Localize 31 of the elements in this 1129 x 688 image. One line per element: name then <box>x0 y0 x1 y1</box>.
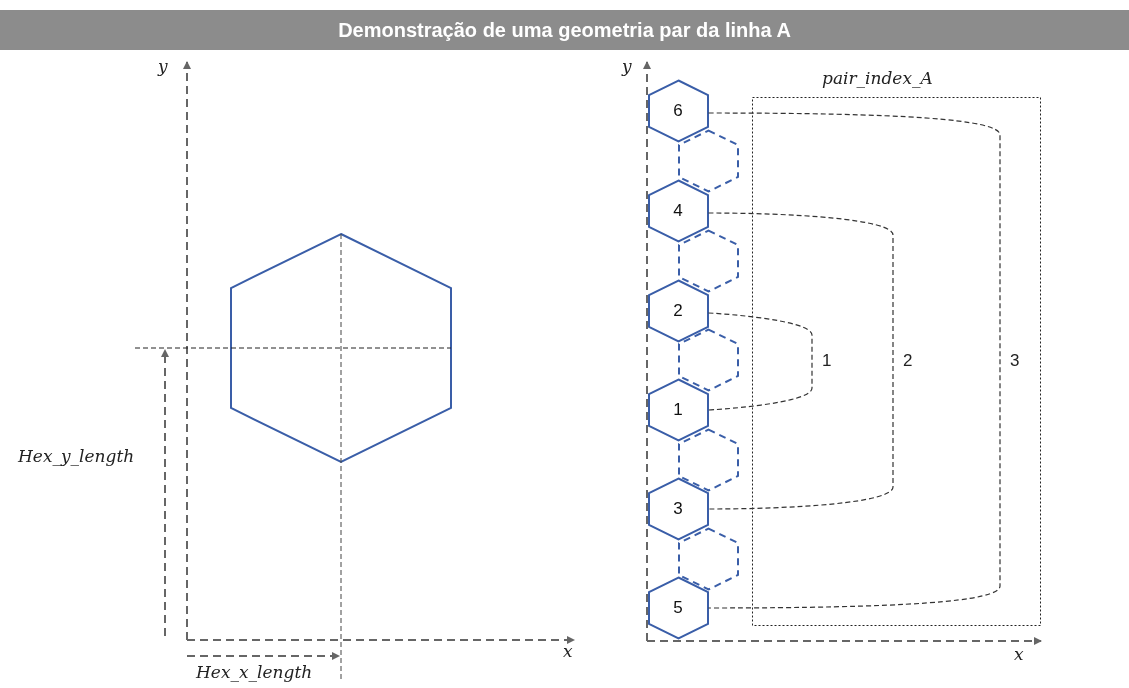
pair-connector <box>707 212 894 510</box>
hexagon-cell <box>647 279 709 343</box>
axis-label: y <box>158 58 168 75</box>
title: Demonstração de uma geometria par da linha A <box>338 18 791 43</box>
axis-label: x <box>1014 646 1024 663</box>
hexagon-cell <box>647 477 709 541</box>
hexagon-cell <box>647 378 709 442</box>
dashed-hexagon <box>677 129 739 193</box>
hexagon-cell <box>647 79 709 143</box>
pair-connector <box>707 112 1001 609</box>
dashed-hexagon <box>677 328 739 392</box>
pair-connector <box>707 312 813 411</box>
dimension-label: Hex_y_length <box>18 448 135 465</box>
hexagon-number: 4 <box>673 200 683 223</box>
edge-label: 2 <box>901 352 915 369</box>
frame-title: pair_index_A <box>822 70 933 87</box>
edge-label: 1 <box>820 352 834 369</box>
hexagon-number: 3 <box>673 498 683 521</box>
hexagon-cell <box>647 576 709 640</box>
dimension-label: Hex_x_length <box>196 664 313 681</box>
dashed-hexagon <box>677 229 739 293</box>
hexagon-number: 5 <box>673 597 683 620</box>
hexagon-number: 1 <box>673 399 683 422</box>
hexagon-cell <box>647 179 709 243</box>
axis-label: y <box>622 58 632 75</box>
axis-label: x <box>563 643 573 660</box>
hexagon-number: 6 <box>673 100 683 123</box>
dashed-hexagon <box>677 527 739 591</box>
edge-label: 3 <box>1008 352 1022 369</box>
hexagon-number: 2 <box>673 300 683 323</box>
dashed-hexagon <box>677 428 739 492</box>
